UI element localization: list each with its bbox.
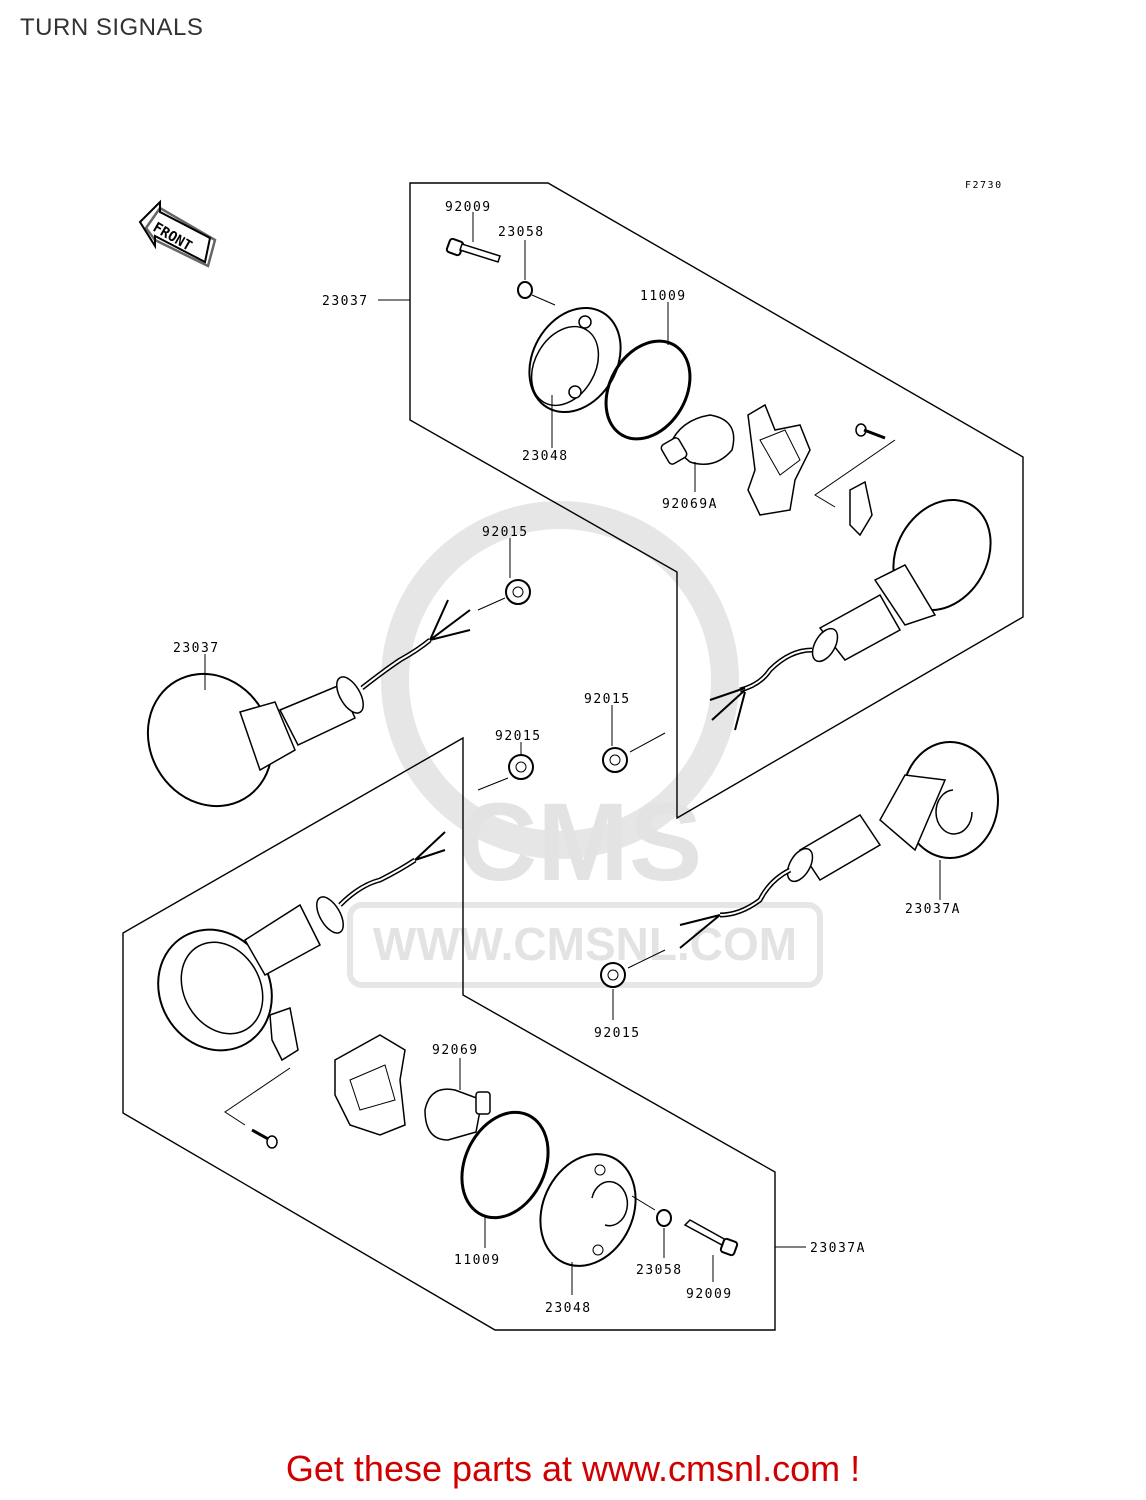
figure-code: F2730	[965, 180, 1003, 191]
label-assembly-bottom: 23037A	[810, 1241, 866, 1256]
label-bolt-top: 92009	[445, 200, 492, 215]
label-lens-top: 23048	[522, 449, 569, 464]
signal-right-top-icon	[709, 498, 992, 731]
signal-housing-bottom-icon	[157, 831, 446, 1052]
label-bulb-bottom: 92069	[432, 1043, 479, 1058]
nut-2-icon	[602, 747, 628, 773]
label-assembly-right-top: 23037	[322, 294, 369, 309]
label-nut-4: 92015	[594, 1026, 641, 1041]
label-assembly-left: 23037	[173, 641, 220, 656]
washer-top-icon	[517, 281, 533, 299]
label-nut-1: 92015	[482, 525, 529, 540]
bulb-top-icon	[660, 414, 735, 465]
label-nut-3: 92015	[495, 729, 542, 744]
ring-top-icon	[604, 339, 692, 441]
socket-top-icon	[747, 403, 811, 516]
lens-top-icon	[528, 306, 622, 414]
label-bulb-top: 92069A	[662, 497, 718, 512]
nut-4-icon	[600, 962, 626, 988]
watermark: CMS WWW.CMSNL.COM	[347, 501, 823, 988]
label-washer-top: 23058	[498, 225, 545, 240]
ring-bottom-icon	[460, 1110, 550, 1220]
label-washer-bottom: 23058	[636, 1263, 683, 1278]
front-arrow-icon: FRONT	[138, 199, 217, 268]
socket-bottom-icon	[334, 1034, 406, 1136]
bolt-top-icon	[445, 237, 501, 263]
label-bolt-bottom: 92009	[686, 1287, 733, 1302]
group-outline-upper	[409, 182, 1024, 820]
signal-right-bottom-icon	[679, 741, 999, 949]
parts-diagram: CMS WWW.CMSNL.COM FRONT F2730	[122, 180, 1024, 1331]
label-lens-bottom: 23048	[545, 1301, 592, 1316]
watermark-brand: CMS	[458, 781, 702, 904]
cta-link[interactable]: Get these parts at www.cmsnl.com !	[285, 1448, 861, 1489]
page-title: TURN SIGNALS	[20, 14, 204, 41]
screw-top-icon	[855, 423, 886, 440]
clip-top-icon	[849, 480, 873, 537]
bulb-bottom-icon	[424, 1088, 491, 1141]
label-nut-2: 92015	[584, 692, 631, 707]
label-assembly-right-bottom: 23037A	[905, 902, 961, 917]
signal-left-icon	[146, 599, 471, 808]
lens-bottom-icon	[539, 1153, 637, 1267]
clip-bottom-icon	[269, 1007, 299, 1062]
group-outline-lower	[122, 736, 776, 1331]
watermark-url: WWW.CMSNL.COM	[373, 918, 797, 970]
label-ring-bottom: 11009	[454, 1253, 501, 1268]
label-ring-top: 11009	[640, 289, 687, 304]
nut-1-icon	[505, 579, 531, 605]
bolt-bottom-icon	[683, 1219, 739, 1257]
nut-3-icon	[508, 754, 534, 780]
screw-bottom-icon	[251, 1128, 278, 1149]
washer-bottom-icon	[656, 1209, 672, 1227]
